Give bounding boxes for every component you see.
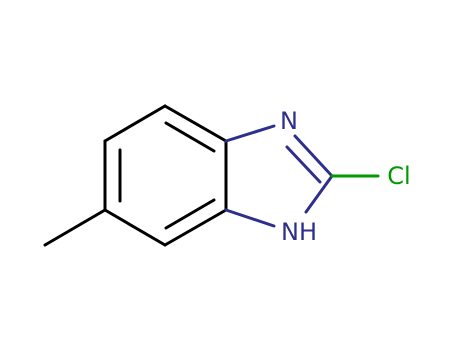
bond-n-to-c2-b: [285, 145, 322, 184]
bond-c3-c4: [163, 208, 228, 247]
bond-c4-c5: [103, 208, 167, 247]
bond-methyl: [43, 208, 107, 247]
inner-double-bond-bottom: [164, 198, 216, 230]
benzene-ring: [103, 104, 228, 247]
bond-c2-to-nh: [304, 174, 334, 214]
bond-n-to-c2-a: [293, 134, 334, 178]
imidazole-ring: [224, 124, 334, 228]
atom-label-n: N: [280, 107, 298, 135]
bond-nh-to-c: [224, 208, 276, 228]
atom-label-cl: Cl: [387, 162, 410, 190]
bond-c6-c1: [103, 104, 167, 143]
inner-double-bond-top: [164, 121, 216, 153]
bond-c-to-n: [224, 124, 276, 143]
bond-c1-c2: [163, 104, 228, 143]
atom-label-nh: NH: [281, 218, 317, 246]
